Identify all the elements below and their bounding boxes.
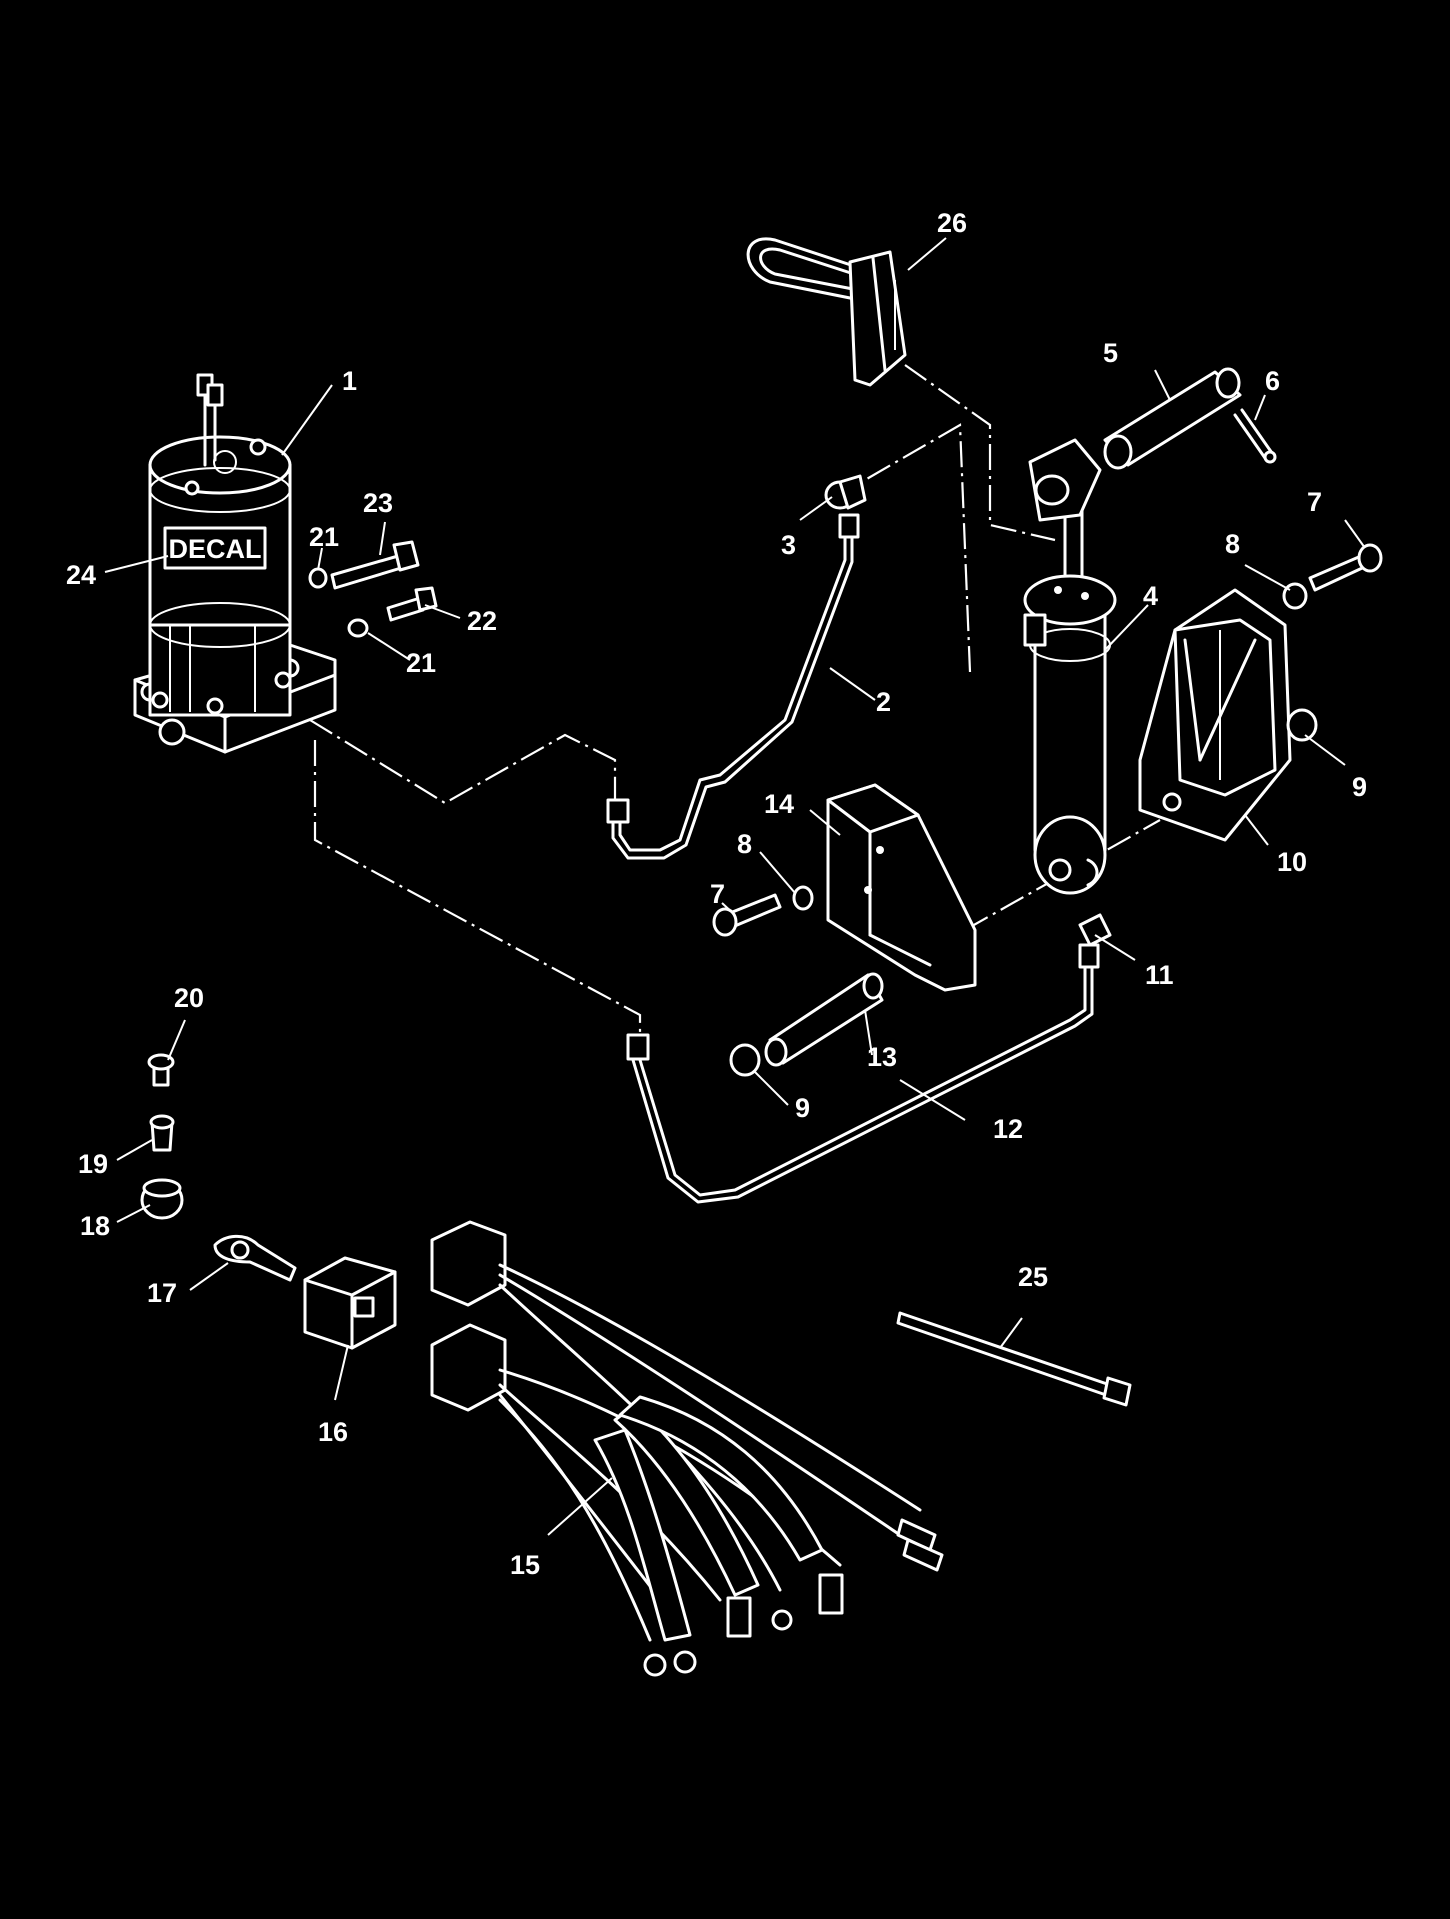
callout-9-left: 9 (795, 1093, 810, 1123)
callout-6: 6 (1265, 366, 1280, 396)
callout-21-upper: 21 (309, 522, 339, 552)
callout-5: 5 (1103, 338, 1118, 368)
callout-20: 20 (174, 983, 204, 1013)
callout-4: 4 (1143, 581, 1158, 611)
callout-12: 12 (993, 1114, 1023, 1144)
motor-hardware (308, 540, 438, 638)
callout-11: 11 (1145, 960, 1174, 990)
callout-26: 26 (937, 208, 967, 238)
decal-plate (163, 526, 267, 570)
callout-18: 18 (80, 1211, 110, 1241)
callout-25: 25 (1018, 1262, 1048, 1292)
cotter-pin (1233, 408, 1277, 464)
left-hardware (712, 885, 814, 937)
assembly-centerlines (309, 364, 1161, 1040)
cable-tie (896, 1311, 1132, 1407)
bracket-left (826, 783, 977, 992)
hook-bracket (746, 237, 907, 387)
callout-21-lower: 21 (406, 648, 436, 678)
callout-8-left: 8 (737, 829, 752, 859)
leader-lines (104, 237, 1366, 1536)
callout-16: 16 (318, 1417, 348, 1447)
fitting-upper (824, 474, 867, 510)
callout-14: 14 (764, 789, 794, 819)
decal-text: DECAL (169, 534, 262, 564)
pivot-pin (1103, 367, 1242, 470)
anchor-pin (764, 972, 884, 1067)
hose-upper (606, 513, 860, 860)
relay (303, 1256, 397, 1350)
bolt-small (386, 586, 438, 622)
callout-8-right: 8 (1225, 529, 1240, 559)
screw-spacer-grommet (140, 1053, 184, 1220)
wire-harness (430, 1220, 944, 1677)
callout-17: 17 (147, 1278, 177, 1308)
clip (213, 1234, 297, 1282)
bracket-right (1138, 588, 1292, 842)
callout-3: 3 (781, 530, 796, 560)
nut-left (729, 1043, 761, 1077)
callout-23: 23 (363, 488, 393, 518)
callout-9-right: 9 (1352, 772, 1367, 802)
pump-motor: DECAL (133, 373, 337, 754)
callout-24: 24 (66, 560, 96, 590)
callout-numbers: 1 2 3 4 5 6 7 8 9 10 11 12 13 14 15 16 1… (66, 208, 1367, 1580)
callout-10: 10 (1277, 847, 1307, 877)
hose-lower (626, 943, 1100, 1204)
fitting-lower (1078, 913, 1112, 947)
callout-13: 13 (867, 1042, 897, 1072)
bolt-large (330, 540, 420, 590)
callout-15: 15 (510, 1550, 540, 1580)
callout-22: 22 (467, 606, 497, 636)
callout-1: 1 (342, 366, 357, 396)
trim-cylinder (1023, 438, 1117, 895)
callout-7-right: 7 (1307, 487, 1322, 517)
callout-2: 2 (876, 687, 891, 717)
callout-19: 19 (78, 1149, 108, 1179)
right-hardware (1282, 543, 1383, 742)
callout-7-left: 7 (710, 879, 725, 909)
